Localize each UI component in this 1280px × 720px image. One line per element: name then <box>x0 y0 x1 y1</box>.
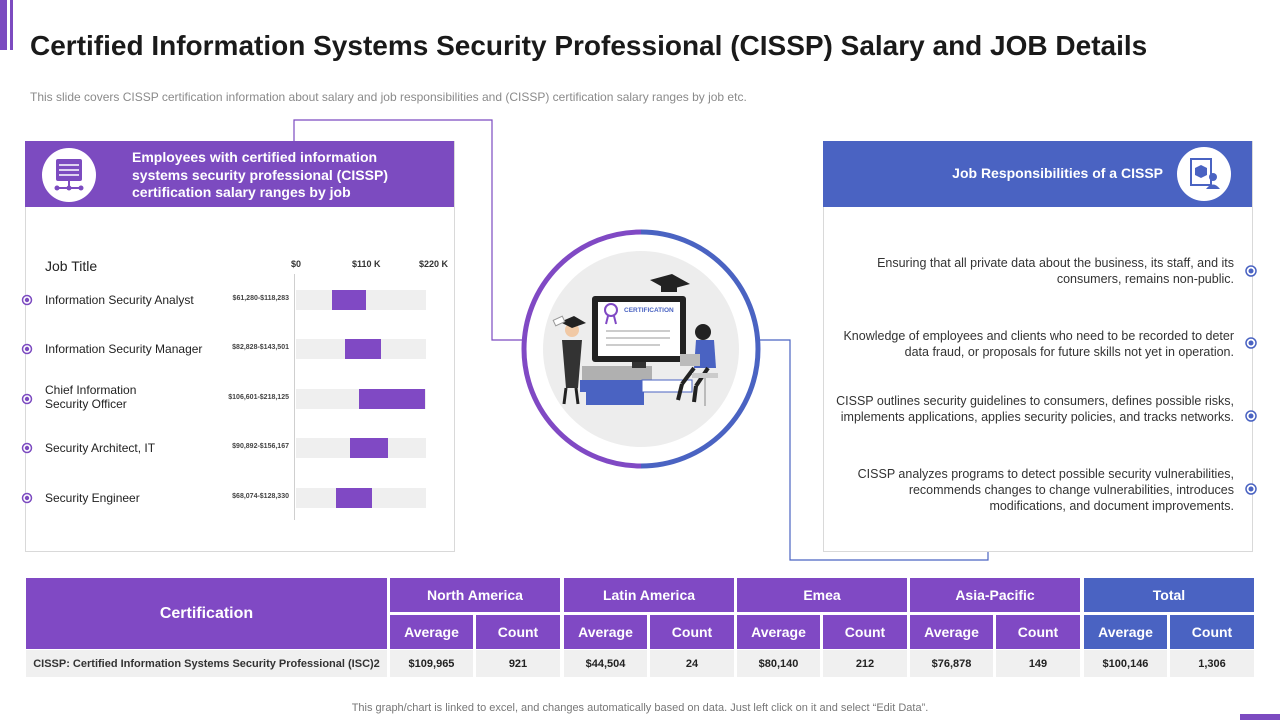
count-header: Count <box>996 615 1080 649</box>
salary-range-bar <box>349 438 389 458</box>
region-header: Latin America <box>564 578 734 612</box>
table-cell: $44,504 <box>564 650 647 677</box>
salary-range-bar <box>332 290 366 310</box>
axis-tick-2: $220 K <box>419 259 449 269</box>
responsibility-item: CISSP outlines security guidelines to co… <box>836 394 1234 424</box>
page-title: Certified Information Systems Security P… <box>30 30 1148 61</box>
bullet-dot-icon <box>1245 483 1257 495</box>
footer-note: This graph/chart is linked to excel, and… <box>351 702 929 714</box>
accent-bar-thin <box>10 0 13 50</box>
accent-bar <box>0 0 7 50</box>
table-cell: 24 <box>650 650 734 677</box>
table-cell: 1,306 <box>1170 650 1254 677</box>
user-cube-icon <box>1177 147 1231 201</box>
table-cell: $109,965 <box>390 650 473 677</box>
salary-range-bar <box>358 389 425 409</box>
job-title-label: Security Engineer <box>45 491 140 505</box>
table-cell: 149 <box>996 650 1080 677</box>
bullet-dot-icon <box>1245 265 1257 277</box>
table-cell: 212 <box>823 650 907 677</box>
average-header: Average <box>737 615 820 649</box>
table-cell: $100,146 <box>1084 650 1167 677</box>
region-header: Asia-Pacific <box>910 578 1080 612</box>
table-row-label: CISSP: Certified Information Systems Sec… <box>26 650 387 677</box>
salary-range-bar <box>344 339 381 359</box>
count-header: Count <box>650 615 734 649</box>
salary-range-label: $90,892-$156,167 <box>232 443 289 450</box>
certification-illustration: CERTIFICATION <box>521 229 761 469</box>
salary-range-label: $68,074-$128,330 <box>232 493 289 500</box>
certification-text: CERTIFICATION <box>624 307 674 314</box>
region-header: North America <box>390 578 560 612</box>
bullet-dot-icon <box>1245 337 1257 349</box>
certification-header: Certification <box>26 578 387 649</box>
job-title-label: Information Security Analyst <box>45 293 194 307</box>
table-cell: $80,140 <box>737 650 820 677</box>
average-header: Average <box>910 615 993 649</box>
salary-panel-header <box>25 141 454 207</box>
bullet-dot-icon <box>21 393 33 405</box>
salary-range-label: $106,601-$218,125 <box>228 394 289 401</box>
server-network-icon <box>42 148 96 202</box>
job-title-header: Job Title <box>45 258 98 274</box>
responsibilities-heading: Job Responsibilities of a CISSP <box>952 165 1163 181</box>
table-cell: 921 <box>476 650 560 677</box>
bullet-dot-icon <box>21 294 33 306</box>
count-header: Count <box>823 615 907 649</box>
count-header: Count <box>476 615 560 649</box>
salary-panel-heading: Employees with certified information sys… <box>132 149 388 200</box>
chart-axis-line <box>294 274 295 520</box>
region-header: Emea <box>737 578 907 612</box>
salary-range-label: $82,828-$143,501 <box>232 344 289 351</box>
bullet-dot-icon <box>21 442 33 454</box>
region-header-total: Total <box>1084 578 1254 612</box>
salary-range-label: $61,280-$118,283 <box>232 295 289 302</box>
table-cell: $76,878 <box>910 650 993 677</box>
responsibilities-panel <box>823 141 1253 552</box>
bullet-dot-icon <box>1245 410 1257 422</box>
page-subtitle: This slide covers CISSP certification in… <box>30 90 747 104</box>
job-title-label: Information Security Manager <box>45 342 203 356</box>
responsibility-item: Ensuring that all private data about the… <box>877 256 1234 286</box>
job-title-label: Security Architect, IT <box>45 441 156 455</box>
axis-tick-0: $0 <box>291 259 302 269</box>
job-title-label: Chief Information Security Officer <box>45 383 137 411</box>
corner-accent <box>1240 714 1280 720</box>
count-header: Count <box>1170 615 1254 649</box>
responsibility-item: Knowledge of employees and clients who n… <box>843 329 1234 359</box>
average-header: Average <box>1084 615 1167 649</box>
average-header: Average <box>564 615 647 649</box>
axis-tick-1: $110 K <box>352 259 381 269</box>
average-header: Average <box>390 615 473 649</box>
bullet-dot-icon <box>21 343 33 355</box>
responsibility-item: CISSP analyzes programs to detect possib… <box>857 467 1234 513</box>
bullet-dot-icon <box>21 492 33 504</box>
salary-range-bar <box>336 488 372 508</box>
